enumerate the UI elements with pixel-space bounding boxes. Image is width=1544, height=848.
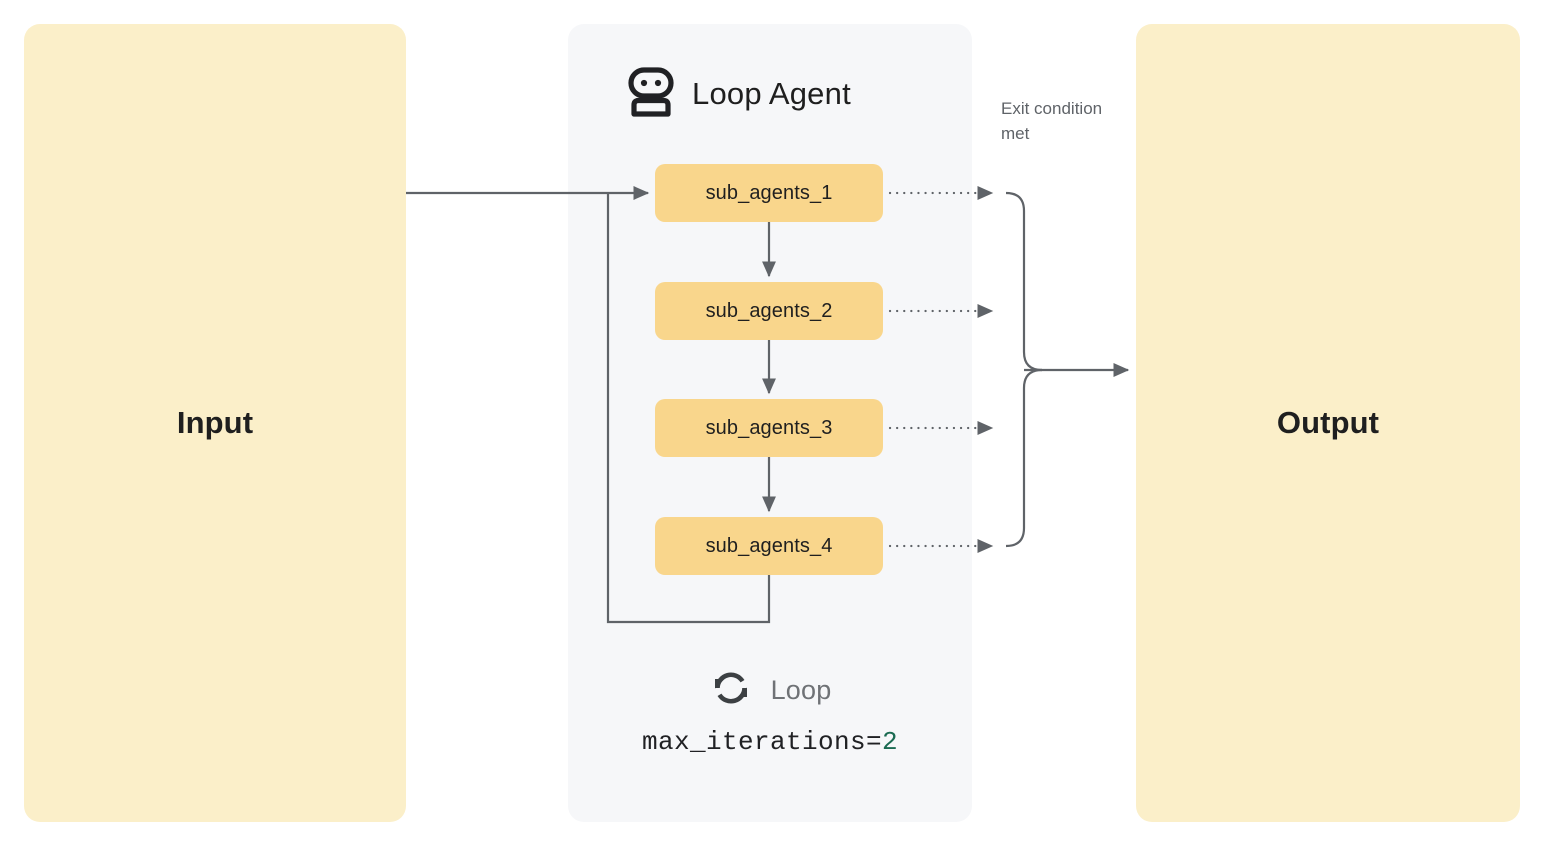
- max-iterations-text: max_iterations=2: [642, 727, 898, 757]
- exit-condition-label: Exit condition met: [1001, 99, 1103, 143]
- sub-agent-box[interactable]: sub_agents_4: [655, 517, 883, 575]
- sub-agent-box[interactable]: sub_agents_1: [655, 164, 883, 222]
- loop-refresh-icon: [709, 666, 753, 715]
- output-label: Output: [1276, 405, 1380, 440]
- loop-row: Loop: [709, 666, 832, 715]
- collector-branch-bottom: [1005, 368, 1043, 548]
- loop-agent-header: Loop Agent: [628, 66, 851, 122]
- loop-label: Loop: [770, 675, 832, 705]
- max-iterations-value: 2: [882, 727, 899, 757]
- robot-icon: [628, 66, 674, 122]
- max-iterations-key: max_iterations=: [641, 727, 883, 757]
- sub-agent-label: sub_agents_3: [705, 416, 833, 439]
- sub-agent-box[interactable]: sub_agents_3: [655, 399, 883, 457]
- sub-agent-label: sub_agents_2: [705, 299, 833, 322]
- sub-agent-box[interactable]: sub_agents_2: [655, 282, 883, 340]
- input-label: Input: [176, 405, 254, 440]
- loop-agent-title: Loop Agent: [692, 76, 851, 111]
- sub-agent-label: sub_agents_1: [705, 181, 833, 204]
- collector-branch-top: [1005, 191, 1043, 372]
- sub-agent-label: sub_agents_4: [705, 534, 833, 557]
- input-panel: Input: [24, 24, 406, 822]
- loop-footer: Loop max_iterations=2: [568, 666, 972, 757]
- output-panel: Output: [1136, 24, 1520, 822]
